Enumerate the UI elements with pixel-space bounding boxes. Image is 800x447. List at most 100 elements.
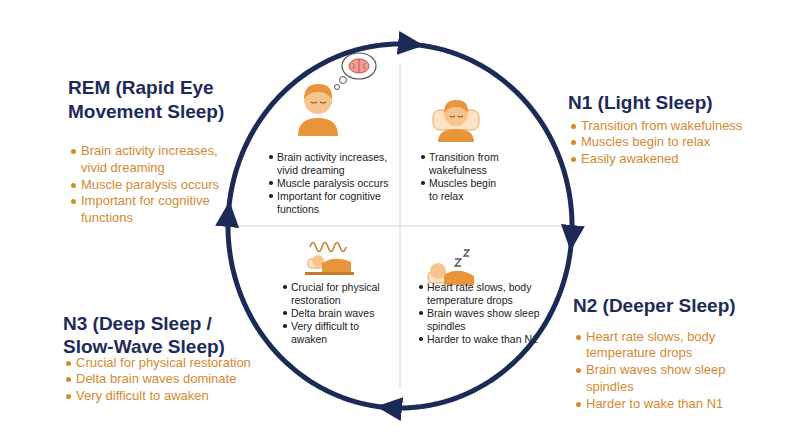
cycle-arrow: [228, 207, 394, 408]
brain-folds: [353, 59, 365, 73]
bullet-item: Delta brain waves dominate: [63, 371, 308, 388]
stage-fact: Very difficult to awaken: [76, 388, 209, 403]
bullet-item: Muscle paralysis occurs: [68, 177, 236, 194]
bullet-item: Brain waves show sleep spindles: [573, 362, 736, 396]
bullet-dot: [283, 311, 287, 315]
stage-fact: Delta brain waves dominate: [76, 371, 236, 386]
bullet-dot: [269, 194, 273, 198]
bullet-item: Brain activity increases, vivid dreaming: [268, 151, 404, 177]
bullet-item: Transition from wakefulness: [568, 118, 783, 135]
deeper-sleep-icon: [428, 250, 474, 285]
bullet-list: Crucial for physical restorationDelta br…: [282, 281, 393, 346]
light-sleep-icon: [433, 100, 479, 142]
stage-fact: Brain activity increases, vivid dreaming: [277, 151, 387, 176]
bullet-dot: [71, 183, 76, 188]
hair: [444, 100, 468, 113]
stage-fact: Easily awakened: [581, 151, 679, 166]
shoulders: [298, 118, 338, 136]
dreaming-person-icon: [298, 53, 376, 136]
bullet-list: Crucial for physical restorationDelta br…: [63, 355, 308, 405]
bullet-list: Brain activity increases, vivid dreaming…: [68, 143, 236, 227]
bullet-dot: [421, 181, 425, 185]
stage-heading: N2 (Deeper Sleep): [573, 294, 798, 318]
stage-description: N1 (Light Sleep) Transition from wakefuln…: [568, 91, 793, 168]
stage-fact: Crucial for physical restoration: [76, 355, 251, 370]
stage-fact: Transition from wakefulness: [581, 118, 742, 133]
bullet-list: Brain activity increases, vivid dreaming…: [268, 151, 404, 216]
bullet-list: Transition from wakefulnessMuscles begin…: [568, 118, 783, 168]
bullet-dot: [419, 311, 423, 315]
quadrant-outline: [400, 61, 565, 226]
bullet-item: Very difficult to awaken: [63, 388, 308, 405]
stage-quadrant: Heart rate slows, body temperature drops…: [400, 226, 565, 391]
deep-sleep-icon: [305, 243, 354, 276]
thought-dot: [340, 77, 347, 84]
bullet-dot: [571, 157, 576, 162]
bullet-item: Transition from wakefulness: [420, 151, 507, 177]
bullet-dot: [66, 377, 71, 382]
thought-dot: [335, 85, 340, 90]
bullet-item: Brain waves show sleep spindles: [418, 307, 540, 333]
bullet-dot: [71, 149, 76, 154]
bullet-dot: [71, 199, 76, 204]
hair: [304, 84, 332, 99]
bullet-dot: [269, 155, 273, 159]
bed: [305, 272, 354, 275]
bullet-dot: [283, 324, 287, 328]
stage-heading: N3 (Deep Sleep / Slow-Wave Sleep): [63, 312, 248, 359]
stage-description: REM (Rapid Eye Movement Sleep)Brain acti…: [68, 76, 258, 227]
stage-fact: Important for cognitive functions: [277, 190, 381, 215]
stage-quadrant: Transition from wakefulnessMuscles begin…: [400, 61, 565, 226]
cycle-arrow: [382, 232, 572, 408]
stage-fact: Crucial for physical restoration: [291, 281, 380, 306]
bullet-dot: [571, 124, 576, 129]
bullet-dot: [66, 394, 71, 399]
divider-line: [238, 226, 562, 227]
bullet-dot: [419, 337, 423, 341]
cycle-arrow: [406, 44, 572, 245]
bullet-list: Transition from wakefulnessMuscles begin…: [420, 151, 507, 203]
bullet-item: Crucial for physical restoration: [63, 355, 308, 372]
stage-description: N2 (Deeper Sleep) Heart rate slows, body …: [573, 294, 798, 412]
quadrant-outline: [235, 61, 400, 226]
stage-fact: Very difficult to awaken: [291, 320, 359, 345]
stage-fact: Delta brain waves: [291, 307, 374, 319]
bullet-item: Muscles begin to relax: [420, 177, 507, 203]
stage-quadrant: Brain activity increases, vivid dreaming…: [235, 61, 400, 226]
bullet-item: Very difficult to awaken: [282, 320, 393, 346]
bullet-dot: [283, 285, 287, 289]
stage-fact: Muscle paralysis occurs: [277, 177, 388, 189]
stage-fact: Brain activity increases, vivid dreaming: [81, 143, 218, 175]
stage-fact: Transition from wakefulness: [429, 151, 499, 176]
stage-fact: Brain waves show sleep spindles: [586, 362, 725, 394]
sleep-z-marks: [455, 250, 469, 266]
delta-wave: [310, 243, 346, 252]
stage-fact: Harder to wake than N1: [586, 396, 723, 411]
bullet-item: Important for cognitive functions: [268, 190, 404, 216]
stage-fact: Important for cognitive functions: [81, 193, 210, 225]
head: [430, 263, 446, 279]
stage-fact: Harder to wake than N1: [427, 333, 538, 345]
thought-bubble: [342, 53, 376, 79]
bullet-dot: [576, 335, 581, 340]
stage-quadrant: Crucial for physical restorationDelta br…: [235, 226, 400, 391]
bullet-item: Muscle paralysis occurs: [268, 177, 404, 190]
closed-eyes: [450, 116, 463, 117]
blanket: [322, 259, 351, 272]
bullet-item: Muscles begin to relax: [568, 134, 783, 151]
bullet-dot: [576, 368, 581, 373]
bullet-dot: [269, 181, 273, 185]
bullet-item: Delta brain waves: [282, 307, 393, 320]
bullet-dot: [421, 155, 425, 159]
bullet-item: Brain activity increases, vivid dreaming: [68, 143, 236, 177]
stage-fact: Heart rate slows, body temperature drops: [427, 281, 531, 306]
stage-heading: N1 (Light Sleep): [568, 91, 793, 115]
bullet-item: Harder to wake than N1: [573, 396, 736, 413]
quadrant-outline: [400, 226, 565, 391]
bullet-list: Heart rate slows, body temperature drops…: [573, 329, 736, 413]
stage-description: N3 (Deep Sleep / Slow-Wave Sleep)Crucial…: [63, 312, 308, 405]
bullet-dot: [419, 285, 423, 289]
closed-eyes: [311, 102, 326, 103]
